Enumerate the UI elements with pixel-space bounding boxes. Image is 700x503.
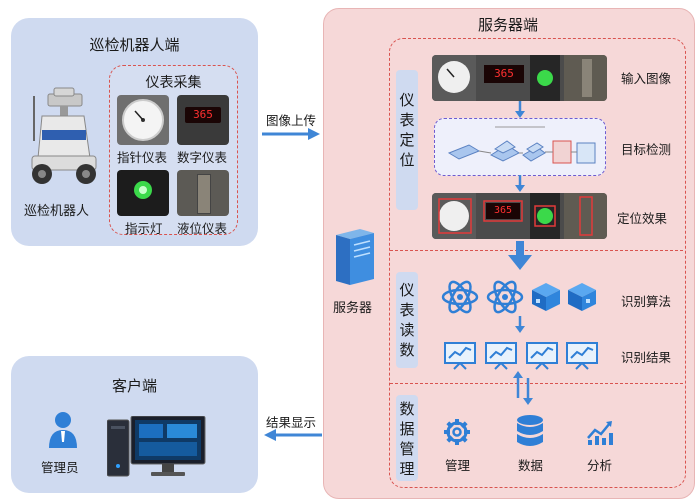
detection-network xyxy=(434,118,606,176)
database-icon xyxy=(517,415,543,446)
bidirectional-arrow xyxy=(513,371,533,405)
robot-panel-title: 巡检机器人端 xyxy=(89,36,180,54)
step-input-label: 输入图像 xyxy=(621,71,672,86)
locate-section-label: 仪表定位 xyxy=(396,70,418,210)
client-panel-title: 客户端 xyxy=(111,377,157,395)
location-effect-image: 365 xyxy=(432,193,607,239)
result-arrow-label: 结果显示 xyxy=(266,415,317,430)
admin-icon xyxy=(49,412,77,448)
step-algo-label: 识别算法 xyxy=(621,294,672,309)
arrow-down-big xyxy=(508,241,532,270)
digital-meter-display: 365 xyxy=(193,108,213,121)
gear-icon xyxy=(444,419,470,445)
arrow-down-2 xyxy=(515,175,525,192)
robot-label: 巡检机器人 xyxy=(24,204,90,219)
computer-icon xyxy=(107,416,206,477)
upload-arrow-label: 图像上传 xyxy=(266,113,317,128)
server-icon xyxy=(336,229,374,285)
upload-arrow xyxy=(262,128,320,140)
server-panel-title: 服务器端 xyxy=(477,16,538,34)
server-process-box xyxy=(389,38,686,488)
atom-icon-1 xyxy=(441,280,479,314)
chart-board-icon-2 xyxy=(485,342,517,370)
step-effect-label: 定位效果 xyxy=(617,211,668,226)
level-meter-photo xyxy=(177,170,229,216)
input-image: 365 xyxy=(432,55,607,101)
data-item-manage-label: 管理 xyxy=(445,458,471,473)
meter-collect-title: 仪表采集 xyxy=(145,75,202,91)
cube-icon-2 xyxy=(568,283,596,311)
analytics-icon xyxy=(587,421,613,445)
input-image-reading: 365 xyxy=(494,67,514,80)
cube-icon-1 xyxy=(532,283,560,311)
step-result-label: 识别结果 xyxy=(621,350,672,365)
chart-board-icon-4 xyxy=(566,342,598,370)
atom-icon-2 xyxy=(486,280,524,314)
section-divider-2 xyxy=(390,383,683,384)
server-label: 服务器 xyxy=(333,301,373,316)
result-arrow xyxy=(264,429,322,441)
admin-label: 管理员 xyxy=(41,460,79,475)
data-item-analysis-label: 分析 xyxy=(587,458,613,473)
digital-meter-photo: 365 xyxy=(177,95,229,145)
robot-icon xyxy=(31,87,97,184)
chart-board-icon-1 xyxy=(444,342,476,370)
arrow-down-3 xyxy=(515,316,525,333)
effect-image-reading: 365 xyxy=(493,205,513,216)
indicator-light-label: 指示灯 xyxy=(125,221,163,236)
chart-board-icon-3 xyxy=(526,342,558,370)
digital-meter-label: 数字仪表 xyxy=(177,150,228,165)
read-section-label: 仪表读数 xyxy=(396,272,418,368)
pointer-meter-label: 指针仪表 xyxy=(117,150,168,165)
data-section-label: 数据管理 xyxy=(396,395,418,481)
level-meter-label: 液位仪表 xyxy=(177,221,228,236)
pointer-meter-photo xyxy=(117,95,169,145)
data-item-data-label: 数据 xyxy=(518,458,544,473)
section-divider-1 xyxy=(390,250,683,251)
indicator-light-photo xyxy=(117,170,169,216)
arrow-down-1 xyxy=(515,101,525,118)
step-detect-label: 目标检测 xyxy=(621,142,672,157)
